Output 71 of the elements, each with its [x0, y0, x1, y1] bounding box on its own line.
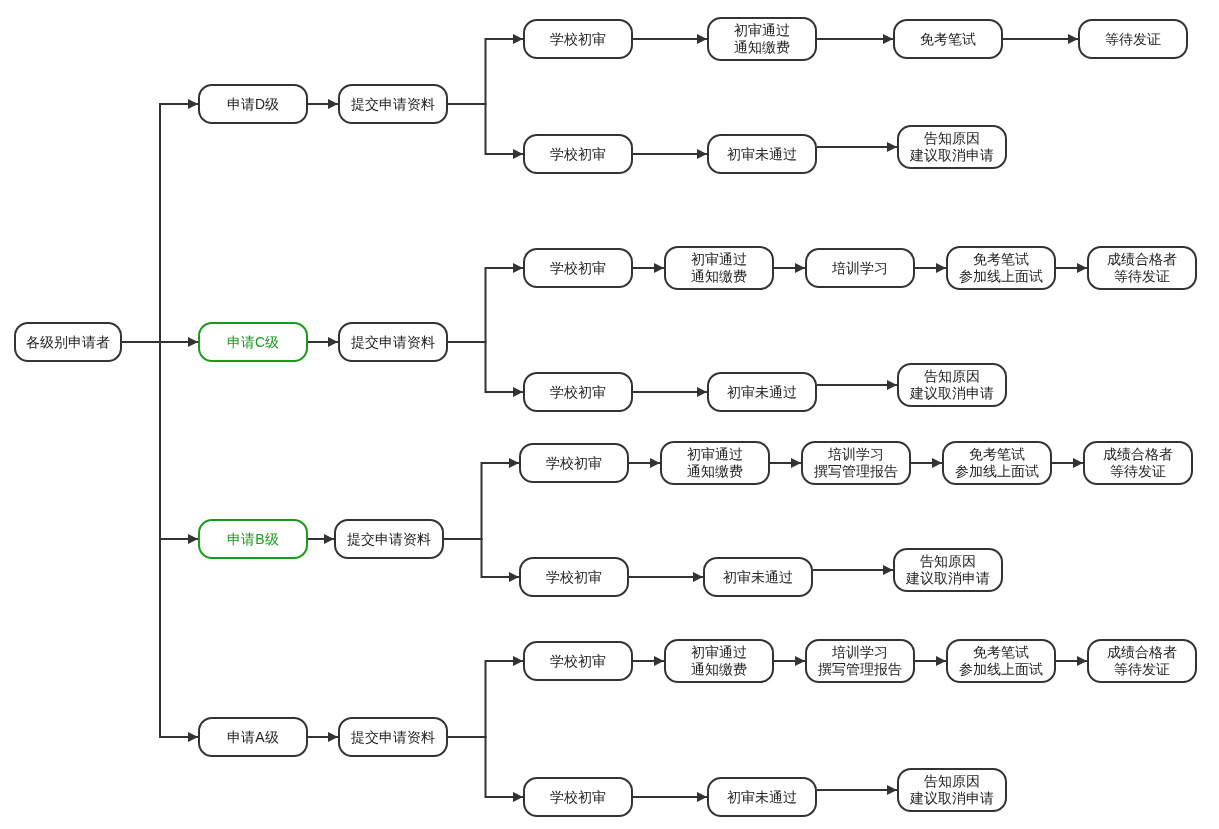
arrow: [628, 458, 661, 468]
process-box: 学校初审: [523, 372, 633, 412]
arrow: [1055, 263, 1088, 273]
process-box: 提交申请资料: [338, 322, 448, 362]
process-box: 初审通过通知缴费: [664, 639, 774, 683]
arrow: [628, 572, 704, 582]
arrow: [773, 263, 806, 273]
arrow: [1002, 34, 1079, 44]
process-box: 申请B级: [198, 519, 308, 559]
process-box: 学校初审: [523, 134, 633, 174]
process-box: 各级别申请者: [14, 322, 122, 362]
process-box: 免考笔试: [893, 19, 1003, 59]
arrow: [447, 103, 524, 159]
process-box: 成绩合格者等待发证: [1087, 639, 1197, 683]
arrow: [632, 34, 708, 44]
process-box: 告知原因建议取消申请: [897, 363, 1007, 407]
process-box: 培训学习撰写管理报告: [801, 441, 911, 485]
arrow: [1055, 656, 1088, 666]
process-box: 初审通过通知缴费: [660, 441, 770, 485]
process-box: 初审未通过: [707, 777, 817, 817]
arrow: [816, 142, 898, 152]
process-box: 学校初审: [523, 19, 633, 59]
arrow: [632, 792, 708, 802]
process-box: 告知原因建议取消申请: [897, 125, 1007, 169]
process-box: 免考笔试参加线上面试: [946, 639, 1056, 683]
arrow: [632, 387, 708, 397]
process-box: 成绩合格者等待发证: [1087, 246, 1197, 290]
process-box: 免考笔试参加线上面试: [942, 441, 1052, 485]
arrow: [812, 565, 894, 575]
process-box: 学校初审: [523, 777, 633, 817]
arrow: [632, 149, 708, 159]
arrow: [910, 458, 943, 468]
process-box: 初审未通过: [703, 557, 813, 597]
process-box: 初审未通过: [707, 134, 817, 174]
arrow: [632, 263, 665, 273]
process-box: 培训学习撰写管理报告: [805, 639, 915, 683]
arrow: [816, 380, 898, 390]
process-box: 学校初审: [519, 557, 629, 597]
arrow: [816, 34, 894, 44]
arrow: [307, 99, 339, 109]
process-box: 等待发证: [1078, 19, 1188, 59]
process-box: 告知原因建议取消申请: [897, 768, 1007, 812]
arrow: [307, 534, 335, 544]
process-box: 申请C级: [198, 322, 308, 362]
process-box: 学校初审: [523, 641, 633, 681]
arrow: [816, 785, 898, 795]
process-box: 免考笔试参加线上面试: [946, 246, 1056, 290]
process-box: 提交申请资料: [338, 84, 448, 124]
arrow: [773, 656, 806, 666]
process-box: 初审未通过: [707, 372, 817, 412]
process-box: 成绩合格者等待发证: [1083, 441, 1193, 485]
process-box: 提交申请资料: [338, 717, 448, 757]
process-box: 培训学习: [805, 248, 915, 288]
process-box: 学校初审: [519, 443, 629, 483]
arrow: [914, 656, 947, 666]
arrow: [447, 341, 524, 397]
process-box: 申请D级: [198, 84, 308, 124]
arrow: [447, 736, 524, 802]
process-box: 初审通过通知缴费: [664, 246, 774, 290]
arrow: [914, 263, 947, 273]
arrow: [769, 458, 802, 468]
arrow: [632, 656, 665, 666]
arrow: [1051, 458, 1084, 468]
arrow: [307, 732, 339, 742]
process-box: 申请A级: [198, 717, 308, 757]
process-box: 初审通过通知缴费: [707, 17, 817, 61]
process-box: 提交申请资料: [334, 519, 444, 559]
arrow: [443, 538, 520, 582]
arrow: [307, 337, 339, 347]
process-box: 学校初审: [523, 248, 633, 288]
process-box: 告知原因建议取消申请: [893, 548, 1003, 592]
